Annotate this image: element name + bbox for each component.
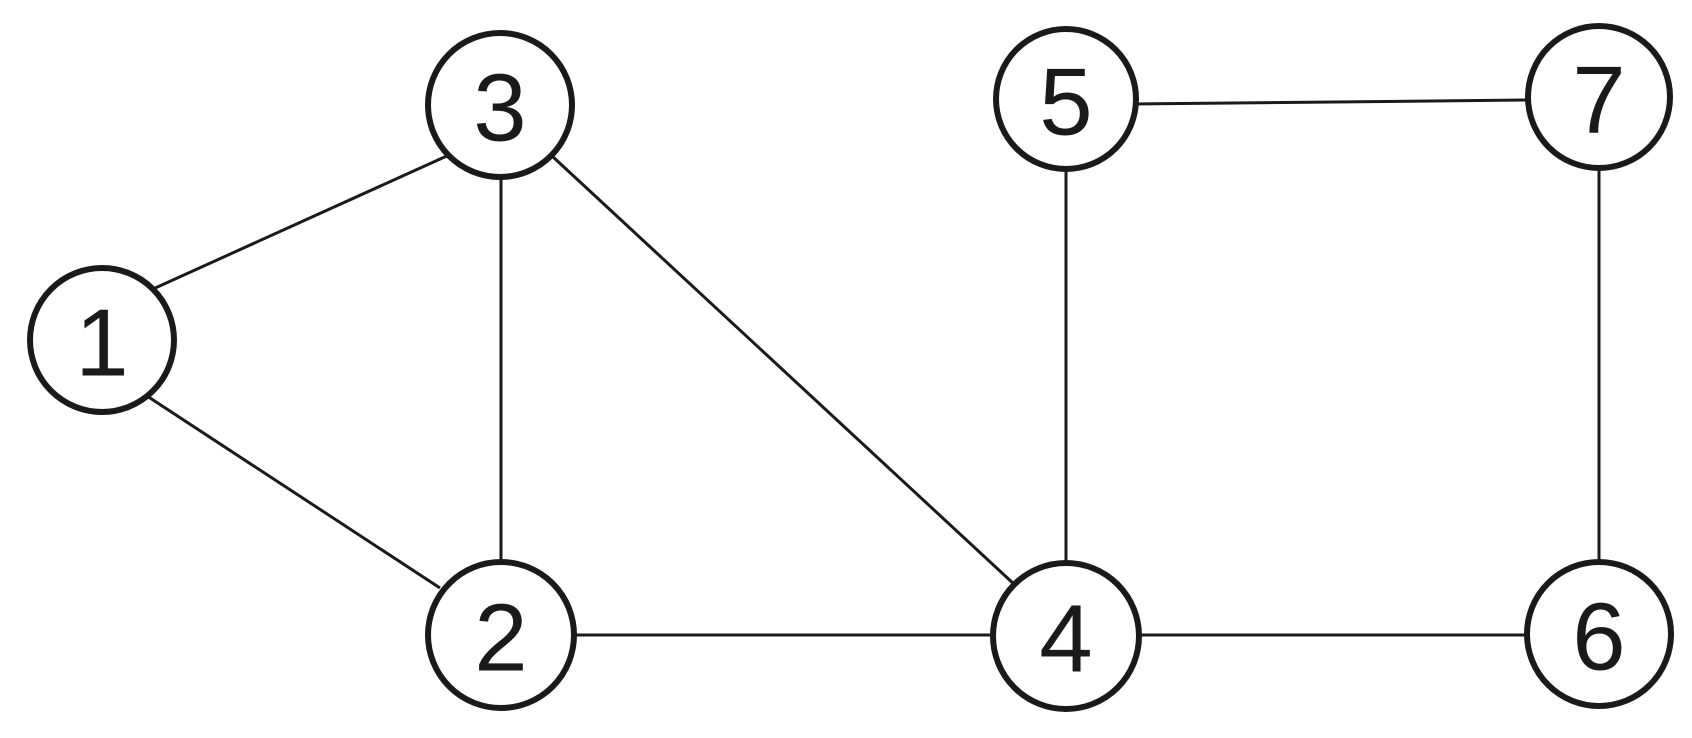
graph-node-label-4: 4	[1039, 586, 1092, 693]
graph-node-circle-4[interactable]	[990, 560, 1142, 712]
graph-node-label-2: 2	[474, 585, 527, 692]
graph-node-7[interactable]: 7	[1525, 23, 1673, 171]
graph-node-circle-5[interactable]	[993, 26, 1139, 172]
graph-edge-1-2[interactable]	[146, 394, 441, 590]
graph-node-6[interactable]: 6	[1524, 559, 1674, 709]
graph-edge-5-7[interactable]	[1135, 98, 1529, 106]
graph-node-label-6: 6	[1572, 584, 1625, 691]
graph-edge-3-4[interactable]	[550, 154, 1017, 587]
graph-node-4[interactable]: 4	[990, 560, 1142, 712]
graph-node-label-1: 1	[75, 290, 128, 397]
graph-node-3[interactable]: 3	[425, 30, 575, 180]
graph-edge-1-3[interactable]	[152, 153, 450, 291]
graph-node-circle-2[interactable]	[425, 559, 577, 711]
graph-node-2[interactable]: 2	[425, 559, 577, 711]
graph-node-label-7: 7	[1572, 47, 1625, 154]
graph-node-circle-7[interactable]	[1525, 23, 1673, 171]
graph-node-label-5: 5	[1039, 49, 1092, 156]
graph-node-circle-6[interactable]	[1524, 559, 1674, 709]
graph-node-5[interactable]: 5	[993, 26, 1139, 172]
graph-node-circle-3[interactable]	[425, 30, 575, 180]
graph-node-circle-1[interactable]	[27, 265, 177, 415]
edges-group	[146, 98, 1601, 637]
graph-node-1[interactable]: 1	[27, 265, 177, 415]
nodes-group: 1 2 3 4 5 6 7	[27, 23, 1674, 712]
graph-node-label-3: 3	[473, 55, 526, 162]
